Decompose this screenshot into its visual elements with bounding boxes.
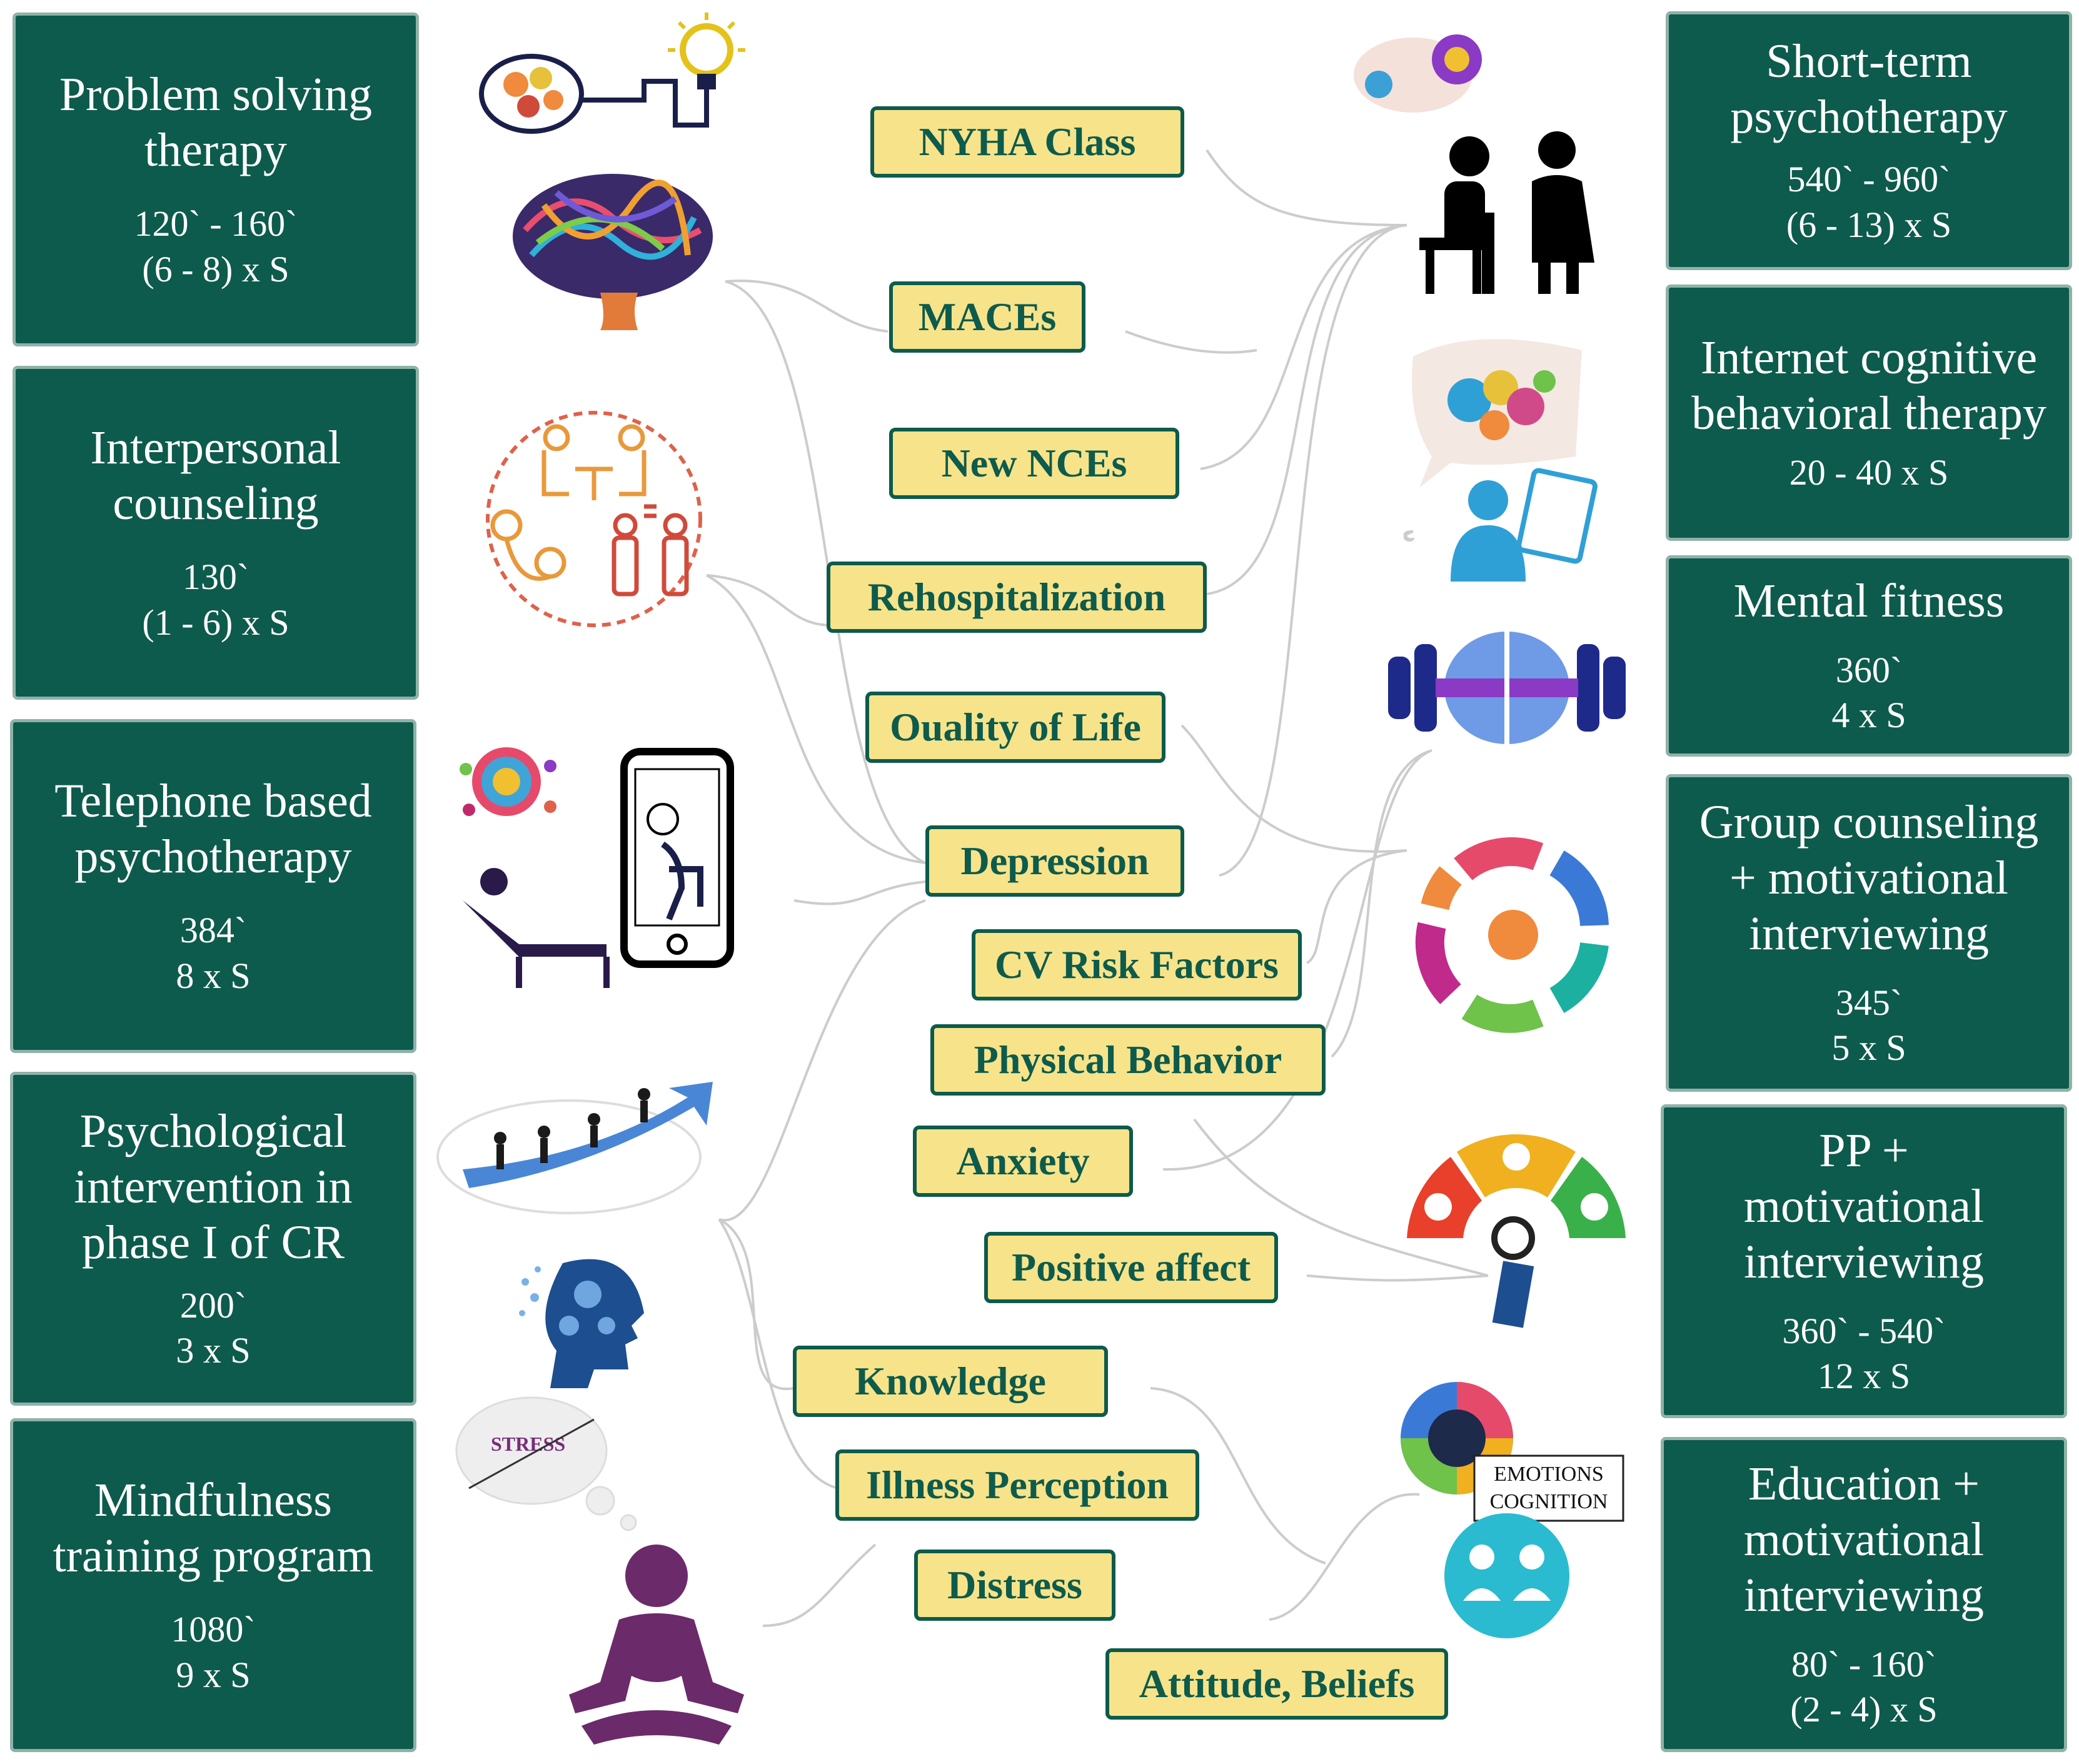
intervention-duration: 540` - 960` [1787, 159, 1951, 200]
intervention-title: Telephone based psychotherapy [54, 774, 372, 883]
connector-line [1269, 1493, 1420, 1621]
intervention-box-interpersonal-counseling: Interpersonal counseling 130` (1 - 6) x … [13, 366, 419, 700]
intervention-sessions: (6 - 13) x S [1786, 204, 1952, 245]
connector-line [1200, 224, 1407, 470]
outcome-tag-positive-affect: Positive affect [984, 1232, 1278, 1303]
intervention-box-telephone-psychotherapy: Telephone based psychotherapy 384` 8 x S [10, 719, 416, 1053]
connector-line [718, 1218, 838, 1489]
telephone-therapy-icon [460, 747, 734, 988]
outcome-tag-quality-of-life: Ouality of Life [865, 692, 1165, 763]
stress-thought-icon: STRESS [455, 1396, 637, 1531]
online-therapy-icon [1412, 339, 1598, 582]
connector-line [1193, 1118, 1489, 1277]
outcome-tag-anxiety: Anxiety [913, 1126, 1133, 1197]
intervention-duration: 200` [179, 1284, 247, 1326]
intervention-duration: 120` - 160` [134, 203, 298, 244]
intervention-box-pp-motivational: PP + motivational interviewing 360` - 54… [1661, 1104, 2067, 1418]
intervention-title: Problem solving therapy [59, 68, 373, 176]
intervention-title: Short-term psychotherapy [1730, 34, 2008, 143]
intervention-box-problem-solving: Problem solving therapy 120` - 160` (6 -… [13, 13, 419, 346]
cognition-label: COGNITION [1490, 1490, 1608, 1513]
intervention-sessions: 12 x S [1817, 1356, 1911, 1397]
outcome-tag-distress: Distress [914, 1550, 1115, 1621]
intervention-sessions: 9 x S [176, 1654, 251, 1695]
intervention-box-phase-one-cr: Psychological intervention in phase I of… [10, 1072, 416, 1406]
outcome-tag-knowledge: Knowledge [793, 1346, 1108, 1417]
intervention-duration: 360` - 540` [1782, 1310, 1946, 1351]
connector-line [1331, 749, 1432, 1058]
intervention-box-internet-cbt: Internet cognitive behavioral therapy 20… [1666, 285, 2072, 541]
connector-line [1125, 330, 1257, 354]
brain-lightbulb-icon [479, 13, 745, 134]
intervention-sessions: 8 x S [176, 955, 251, 996]
meditation-icon [569, 1545, 744, 1745]
gears-head-icon [519, 1259, 644, 1388]
connector-line [1219, 224, 1407, 877]
intervention-duration: 130` [182, 557, 249, 598]
outcome-tag-rehospitalization: Rehospitalization [827, 562, 1207, 633]
intervention-duration: 80` - 160` [1791, 1643, 1936, 1685]
connector-line [1306, 1274, 1489, 1282]
emotions-cognition-icon: EMOTIONS COGNITION [1401, 1382, 1624, 1638]
stress-label: STRESS [491, 1433, 565, 1455]
outcome-tag-illness-perception: Illness Perception [835, 1449, 1199, 1521]
intervention-title: Mindfulness training program [53, 1473, 374, 1582]
progress-runners-icon [436, 1082, 713, 1214]
intervention-title: Group counseling + motivational intervie… [1699, 796, 2039, 960]
intervention-sessions: 3 x S [176, 1330, 251, 1371]
intervention-sessions: (2 - 4) x S [1790, 1689, 1938, 1730]
colorful-brain-icon [513, 174, 713, 330]
intervention-title: Interpersonal counseling [90, 421, 341, 530]
outcome-tag-attitude-beliefs: Attitude, Beliefs [1105, 1648, 1448, 1720]
intervention-title: Psychological intervention in phase I of… [74, 1105, 353, 1269]
connector-line [1162, 749, 1432, 1171]
intervention-title: Education + motivational interviewing [1743, 1458, 1985, 1621]
emotions-label: EMOTIONS [1494, 1463, 1604, 1486]
intervention-title: Mental fitness [1733, 575, 2005, 628]
connector-line [1306, 849, 1407, 964]
connector-line [1403, 530, 1414, 542]
connector-line [1206, 149, 1407, 226]
intervention-duration: 360` [1835, 649, 1903, 690]
intervention-sessions: (6 - 8) x S [142, 248, 289, 290]
outcome-tag-physical-behavior: Physical Behavior [930, 1024, 1326, 1096]
connector-line [1180, 724, 1407, 853]
intervention-box-short-term-psychotherapy: Short-term psychotherapy 540` - 960` (6 … [1666, 11, 2072, 270]
connector-line [706, 574, 832, 627]
outcome-tag-maces: MACEs [889, 281, 1085, 353]
connector-line [762, 1543, 877, 1627]
intervention-duration: 384` [179, 910, 247, 951]
connector-line [718, 899, 926, 1222]
intervention-sessions: 5 x S [1831, 1027, 1906, 1069]
intervention-sessions: 4 x S [1831, 695, 1906, 736]
therapy-session-icon [1354, 34, 1594, 294]
intervention-duration: 345` [1835, 982, 1903, 1023]
outcome-tag-depression: Depression [925, 825, 1184, 897]
intervention-box-education-motivational: Education + motivational interviewing 80… [1661, 1437, 2067, 1752]
connector-line [725, 280, 888, 333]
brain-dumbbell-icon [1388, 632, 1626, 744]
intervention-box-mindfulness: Mindfulness training program 1080` 9 x S [10, 1418, 416, 1752]
intervention-duration: 1080` [171, 1609, 256, 1650]
intervention-box-group-counseling: Group counseling + motivational intervie… [1666, 774, 2072, 1092]
counseling-circle-icon [486, 411, 702, 627]
connector-line [1150, 1387, 1326, 1565]
connector-line [1206, 224, 1407, 595]
outcome-tag-cv-risk-factors: CV Risk Factors [972, 929, 1302, 1000]
intervention-sessions: (1 - 6) x S [142, 602, 289, 643]
outcome-tag-nyha: NYHA Class [870, 106, 1184, 178]
connector-line [718, 1218, 795, 1391]
connector-line [793, 880, 926, 905]
outcome-tag-new-nces: New NCEs [889, 428, 1179, 499]
intervention-title: PP + motivational interviewing [1743, 1124, 1985, 1288]
intervention-title: Internet cognitive behavioral therapy [1691, 331, 2046, 440]
connector-line [706, 574, 926, 864]
group-circle-icon [1415, 837, 1609, 1033]
intervention-box-mental-fitness: Mental fitness 360` 4 x S [1666, 555, 2072, 757]
mood-meter-icon [1407, 1134, 1626, 1328]
intervention-sessions: 20 - 40 x S [1789, 451, 1949, 493]
